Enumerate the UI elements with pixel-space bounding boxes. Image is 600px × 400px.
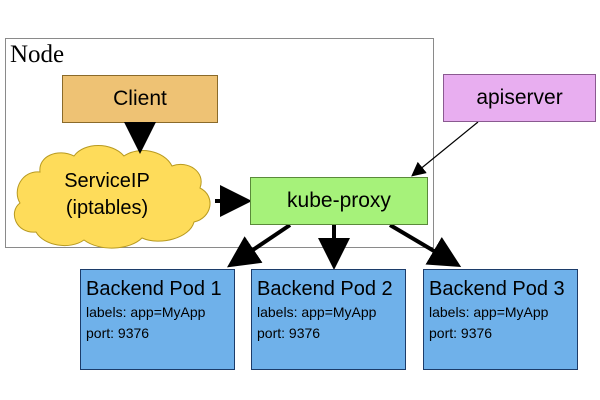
pod-port: port: 9376 [86, 325, 150, 341]
kube-proxy-label: kube-proxy [287, 189, 391, 212]
pod-title: Backend Pod 3 [429, 278, 565, 300]
backend-pod-3: Backend Pod 3 labels: app=MyApp port: 93… [423, 269, 578, 370]
kube-proxy-box: kube-proxy [250, 177, 428, 225]
service-ip-cloud [14, 145, 211, 249]
client-label: Client [113, 87, 167, 110]
backend-pod-1: Backend Pod 1 labels: app=MyApp port: 93… [80, 269, 235, 370]
arrow-kubeproxy-to-pod3 [388, 223, 462, 268]
apiserver-label: apiserver [476, 86, 563, 109]
pod-port: port: 9376 [257, 325, 321, 341]
service-ip-label: ServiceIP (iptables) [22, 168, 192, 222]
pod-labels: labels: app=MyApp [86, 304, 206, 320]
pod-port: port: 9376 [429, 325, 493, 341]
pod-labels: labels: app=MyApp [257, 304, 377, 320]
service-ip-line1: ServiceIP [64, 170, 150, 192]
backend-pod-2: Backend Pod 2 labels: app=MyApp port: 93… [251, 269, 406, 370]
pod-title: Backend Pod 1 [86, 278, 222, 300]
service-ip-line2: (iptables) [65, 197, 149, 219]
node-label: Node [10, 41, 65, 68]
pod-labels: labels: app=MyApp [429, 304, 549, 320]
arrow-kubeproxy-to-pod1 [227, 223, 292, 268]
apiserver-box: apiserver [443, 74, 596, 122]
arrow-apiserver-to-kubeproxy [411, 121, 479, 177]
pod-title: Backend Pod 2 [257, 278, 393, 300]
